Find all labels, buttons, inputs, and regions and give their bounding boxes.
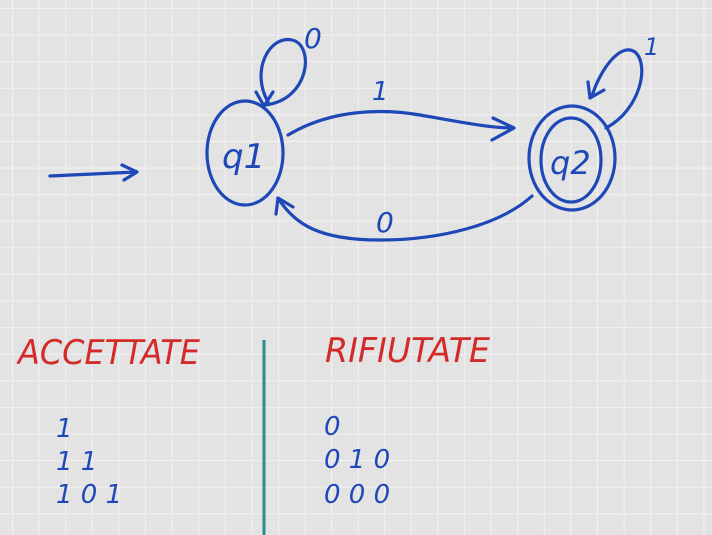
transition-q2-q1-symbol: 0	[376, 206, 394, 239]
transition-q1-q2-symbol: 1	[372, 77, 389, 107]
rejected-string: 0	[324, 412, 341, 442]
state-q2-inner-circle	[539, 116, 603, 204]
transition-q2-q2-symbol: 1	[644, 33, 659, 61]
state-q1-label: q1	[222, 137, 265, 177]
accepted-string: 1	[56, 414, 73, 444]
state-q2-outer-circle	[527, 104, 617, 212]
accepted-list: 1 1 1 1 0 1	[56, 414, 122, 510]
transition-q2-q1: 0	[274, 194, 534, 242]
rejected-heading: RIFIUTATE	[325, 331, 490, 371]
state-q1: q1	[205, 99, 285, 207]
rejected-string: 0 0 0	[324, 480, 390, 510]
transition-q2-q2: 1	[586, 33, 659, 130]
transition-q1-q2: 1	[286, 77, 516, 142]
accepted-string: 1 0 1	[56, 480, 122, 510]
accepted-heading: ACCETTATE	[16, 333, 200, 373]
accepted-string: 1 1	[56, 447, 97, 477]
start-arrow	[48, 163, 139, 182]
transition-q1-q1: 0	[254, 22, 322, 108]
rejected-list: 0 0 1 0 0 0 0	[324, 412, 390, 510]
state-q2: q2	[527, 104, 617, 212]
rejected-string: 0 1 0	[324, 445, 390, 475]
state-q2-label: q2	[550, 144, 591, 182]
state-q1-circle	[205, 99, 285, 207]
transition-q1-q1-symbol: 0	[304, 22, 322, 55]
